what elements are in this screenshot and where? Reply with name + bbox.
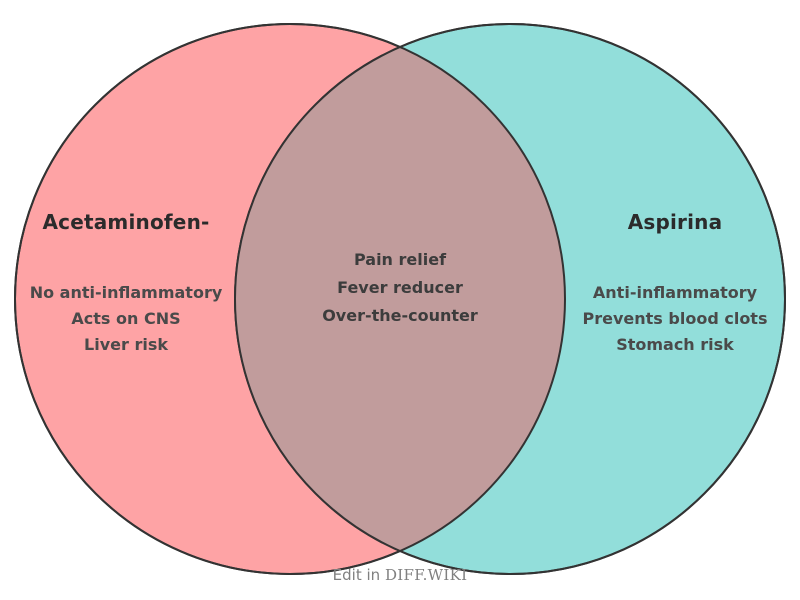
venn-circle-right-outline	[234, 23, 786, 575]
venn-left-title: Acetaminofen-	[42, 210, 210, 234]
venn-left-item: Acts on CNS	[71, 309, 181, 328]
venn-set-right: Aspirina Anti-inflammatory Prevents bloo…	[565, 212, 785, 358]
venn-intersection-item: Pain relief	[353, 250, 447, 269]
venn-left-item: Liver risk	[84, 335, 168, 354]
venn-left-item-list: No anti-inflammatory Acts on CNS Liver r…	[16, 280, 236, 358]
venn-set-intersection: Pain relief Fever reducer Over-the-count…	[290, 246, 510, 330]
venn-intersection-region[interactable]	[235, 24, 785, 574]
venn-right-item: Anti-inflammatory	[592, 283, 758, 302]
venn-circle-left-outline	[14, 23, 566, 575]
venn-right-item: Prevents blood clots	[582, 309, 768, 328]
venn-intersection-item: Fever reducer	[337, 278, 463, 297]
venn-intersection-item-list: Pain relief Fever reducer Over-the-count…	[290, 246, 510, 330]
watermark-prefix: Edit in	[332, 566, 385, 584]
venn-intersection-item: Over-the-counter	[322, 306, 478, 325]
edit-in-diffwiki-link[interactable]: Edit in DIFF.WIKI	[0, 566, 800, 584]
venn-set-left: Acetaminofen- No anti-inflammatory Acts …	[16, 212, 236, 358]
venn-right-item: Stomach risk	[616, 335, 734, 354]
venn-right-title: Aspirina	[627, 210, 723, 234]
venn-right-item-list: Anti-inflammatory Prevents blood clots S…	[565, 280, 785, 358]
watermark-brand: DIFF.WIKI	[384, 566, 468, 584]
venn-left-item: No anti-inflammatory	[29, 283, 223, 302]
